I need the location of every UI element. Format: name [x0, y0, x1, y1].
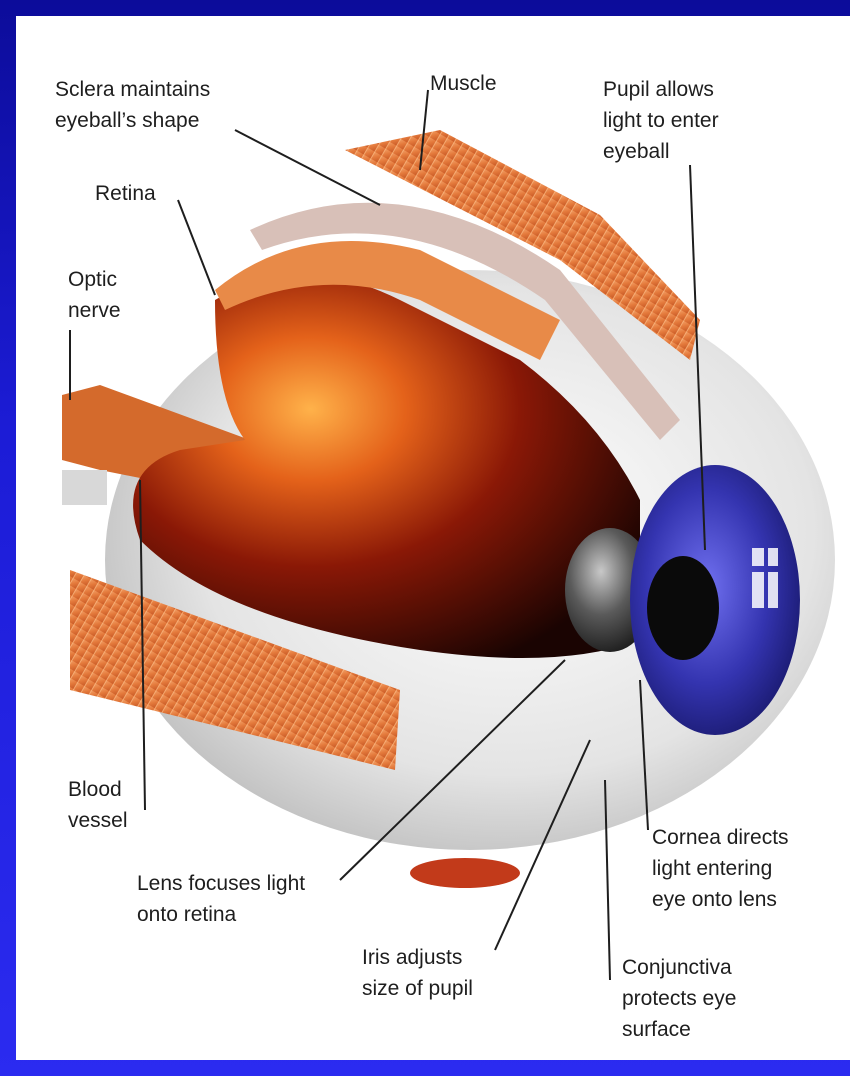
pupil-shape — [647, 556, 719, 660]
sclera-leader — [235, 130, 380, 205]
blood-vessel-label: Blood vessel — [68, 774, 128, 836]
bottom-muscle-stub — [410, 858, 520, 888]
retina-leader — [178, 200, 215, 295]
optic-nerve-label: Optic nerve — [68, 264, 121, 326]
sclera-label: Sclera maintains eyeball’s shape — [55, 74, 210, 136]
retina-label: Retina — [95, 178, 156, 209]
muscle-label: Muscle — [430, 68, 497, 99]
optic-nerve-sheath — [62, 470, 107, 505]
lens-label: Lens focuses light onto retina — [137, 868, 305, 930]
pupil-label: Pupil allows light to enter eyeball — [603, 74, 719, 167]
conjunctiva-label: Conjunctiva protects eye surface — [622, 952, 736, 1045]
cornea-label: Cornea directs light entering eye onto l… — [652, 822, 789, 915]
iris-label: Iris adjusts size of pupil — [362, 942, 473, 1004]
